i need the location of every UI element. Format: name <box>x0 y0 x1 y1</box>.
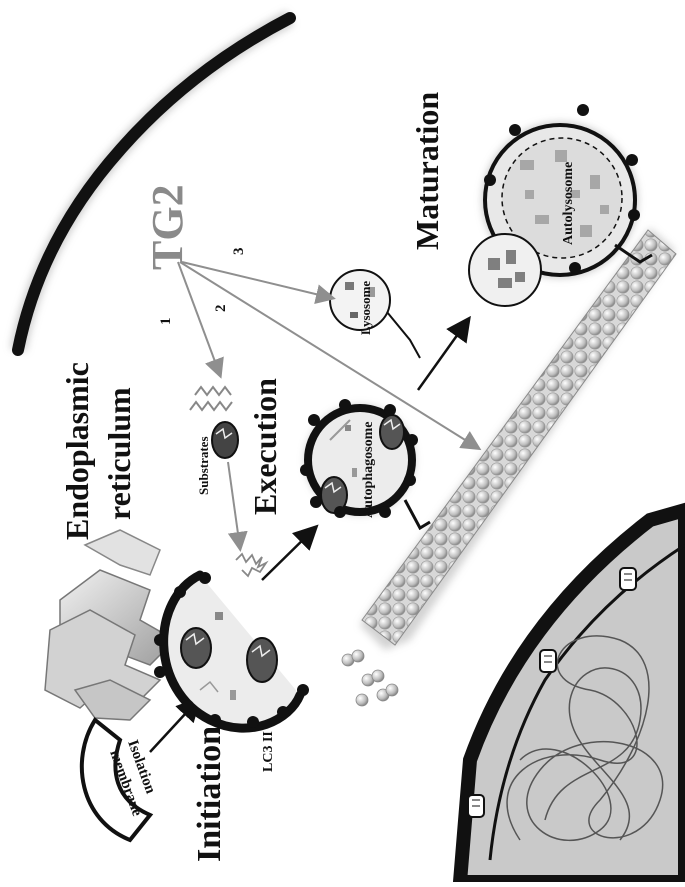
isolation-membrane: Isolation membrane <box>82 720 159 840</box>
autolysosome-label: Autolysosome <box>561 162 576 245</box>
tg2-label: TG2 <box>143 184 192 270</box>
mitochondrion-2 <box>247 638 277 682</box>
membrane-channel-1 <box>468 795 484 817</box>
reticulum-label: reticulum <box>101 387 137 520</box>
initiation-label: Initiation <box>191 726 228 862</box>
tubulin-dimers <box>342 650 398 706</box>
arrow-substrates-to-crosslink <box>228 462 240 548</box>
maturation-label: Maturation <box>409 92 445 250</box>
membrane-channel-3 <box>620 568 636 590</box>
er-membrane-curve <box>18 18 290 350</box>
path-2-label: 2 <box>213 305 229 313</box>
cell-corner <box>460 510 685 882</box>
path-1-label: 1 <box>158 318 174 326</box>
er-membrane-line <box>18 18 290 350</box>
path-3-label: 3 <box>231 248 247 256</box>
crosslinked-substrates <box>236 554 266 576</box>
tg2-arrow-1 <box>178 262 220 375</box>
phagophore <box>154 572 309 728</box>
lc3-label: LC3 II <box>261 731 276 772</box>
endoplasmic-label: Endoplasmic <box>59 362 95 540</box>
membrane-channel-2 <box>540 650 556 672</box>
lysosome: Lysosome <box>330 270 420 358</box>
er-stack <box>45 530 175 720</box>
mitochondrion-1 <box>181 628 211 668</box>
substrate-mitochondrion <box>212 422 238 458</box>
arrow-initiation-to-execution <box>262 528 315 580</box>
tg2-arrow-3 <box>182 262 332 298</box>
substrates-label: Substrates <box>196 436 211 495</box>
autophagosome-label: Autophagosome <box>361 422 376 518</box>
autophagosome: Autophagosome <box>300 399 430 528</box>
execution-label: Execution <box>247 378 283 515</box>
arrow-to-autolysosome <box>418 320 468 390</box>
lysosome-label: Lysosome <box>358 281 373 335</box>
